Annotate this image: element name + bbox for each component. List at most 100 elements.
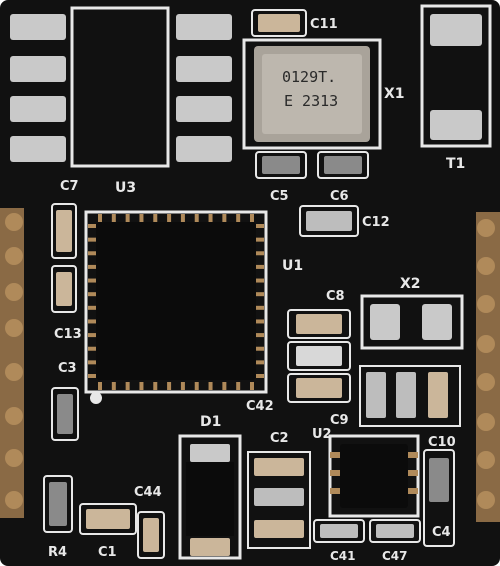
u1-pin bbox=[256, 237, 264, 242]
right-header-pins bbox=[476, 212, 500, 522]
u1-pin bbox=[88, 360, 96, 365]
c4-cap bbox=[429, 458, 449, 502]
label-c41: C41 bbox=[330, 549, 356, 563]
c8-cap bbox=[296, 314, 342, 334]
u1-pin bbox=[180, 214, 185, 222]
u1-pin bbox=[98, 382, 102, 390]
d1-outline bbox=[178, 434, 242, 560]
u1-pin bbox=[139, 214, 144, 222]
u1-pin bbox=[250, 382, 254, 390]
label-c1: C1 bbox=[98, 545, 117, 560]
c11-outline bbox=[251, 9, 307, 37]
label-d1: D1 bbox=[200, 414, 221, 430]
left-header-pins bbox=[0, 208, 24, 518]
label-c5: C5 bbox=[270, 189, 289, 204]
u1-pin bbox=[236, 382, 241, 390]
label-c42: C42 bbox=[246, 399, 274, 414]
u1-chip bbox=[96, 222, 256, 380]
c-mid-outline bbox=[287, 341, 351, 371]
r4-outline bbox=[43, 475, 73, 533]
c5-outline bbox=[255, 151, 307, 179]
label-u3: U3 bbox=[115, 180, 136, 196]
label-u2: U2 bbox=[312, 427, 332, 442]
u1-pin bbox=[88, 224, 96, 228]
u1-pin bbox=[88, 319, 96, 324]
c2-cap-3 bbox=[254, 520, 304, 538]
u1-pin bbox=[167, 214, 172, 222]
u1-pin bbox=[256, 224, 264, 228]
c12-cap bbox=[306, 211, 352, 231]
u1-pin bbox=[194, 214, 199, 222]
u1-pin bbox=[139, 382, 144, 390]
c-mid-cap bbox=[296, 346, 342, 366]
c11-cap bbox=[258, 14, 300, 32]
u1-pin bbox=[194, 382, 199, 390]
c7-cap bbox=[56, 210, 72, 252]
c42-cap bbox=[296, 378, 342, 398]
c13-cap bbox=[56, 272, 72, 306]
c1-outline bbox=[79, 503, 137, 535]
c4-outline bbox=[423, 449, 455, 547]
crystal-line-1: 0129T. bbox=[282, 68, 336, 86]
x2-outline bbox=[360, 294, 464, 350]
label-c7: C7 bbox=[60, 179, 79, 194]
label-t1: T1 bbox=[446, 156, 465, 172]
d1-body bbox=[186, 462, 234, 536]
u3-right-pads bbox=[176, 14, 232, 162]
label-c2: C2 bbox=[270, 431, 289, 446]
u1-pin bbox=[88, 374, 96, 378]
cap-row-outline bbox=[359, 365, 461, 427]
u1-pin bbox=[208, 382, 213, 390]
u1-pin bbox=[111, 382, 116, 390]
c3-cap bbox=[57, 394, 73, 434]
d1-pad-top bbox=[190, 444, 230, 462]
u1-pin bbox=[180, 382, 185, 390]
c3-outline bbox=[51, 387, 79, 441]
label-c47: C47 bbox=[382, 549, 408, 563]
r4-body bbox=[49, 482, 67, 526]
u1-pin bbox=[153, 214, 158, 222]
c6-cap bbox=[324, 156, 362, 174]
label-c10: C10 bbox=[428, 435, 456, 450]
u1-pin bbox=[256, 346, 264, 351]
u1-outline bbox=[84, 210, 268, 394]
u1-pin bbox=[256, 360, 264, 365]
u1-pin bbox=[256, 278, 264, 283]
label-x1: X1 bbox=[384, 86, 405, 102]
c13-outline bbox=[51, 265, 77, 313]
label-c44: C44 bbox=[134, 485, 162, 500]
label-r4: R4 bbox=[48, 545, 67, 560]
u1-pin bbox=[125, 214, 130, 222]
c42-outline bbox=[287, 373, 351, 403]
u1-pin bbox=[88, 251, 96, 256]
u1-pin bbox=[88, 237, 96, 242]
c1-cap bbox=[86, 509, 130, 529]
u3-outline bbox=[70, 6, 170, 168]
c44-outline bbox=[137, 511, 165, 559]
crystal-line-2: E 2313 bbox=[284, 92, 338, 110]
u1-pins bbox=[88, 214, 264, 390]
c41-cap bbox=[320, 524, 358, 538]
u1-pin bbox=[98, 214, 102, 222]
u1-pin bbox=[153, 382, 158, 390]
x2-pad-left bbox=[370, 304, 400, 340]
u1-pin bbox=[88, 292, 96, 297]
u1-pin bbox=[236, 214, 241, 222]
u1-pin bbox=[88, 333, 96, 338]
label-c9: C9 bbox=[330, 413, 349, 428]
cap-row-3 bbox=[428, 372, 448, 418]
u1-pin bbox=[222, 382, 227, 390]
c12-outline bbox=[299, 205, 359, 237]
u1-pin bbox=[88, 305, 96, 310]
u1-pin bbox=[88, 346, 96, 351]
t1-pad-bottom bbox=[430, 110, 482, 140]
u1-pin bbox=[256, 333, 264, 338]
label-c6: C6 bbox=[330, 189, 349, 204]
u1-pin bbox=[208, 214, 213, 222]
u3-left-pads bbox=[10, 14, 66, 162]
u1-pin bbox=[167, 382, 172, 390]
u1-pin bbox=[256, 319, 264, 324]
u1-pin bbox=[256, 374, 264, 378]
u1-pin1-dot bbox=[90, 392, 102, 404]
